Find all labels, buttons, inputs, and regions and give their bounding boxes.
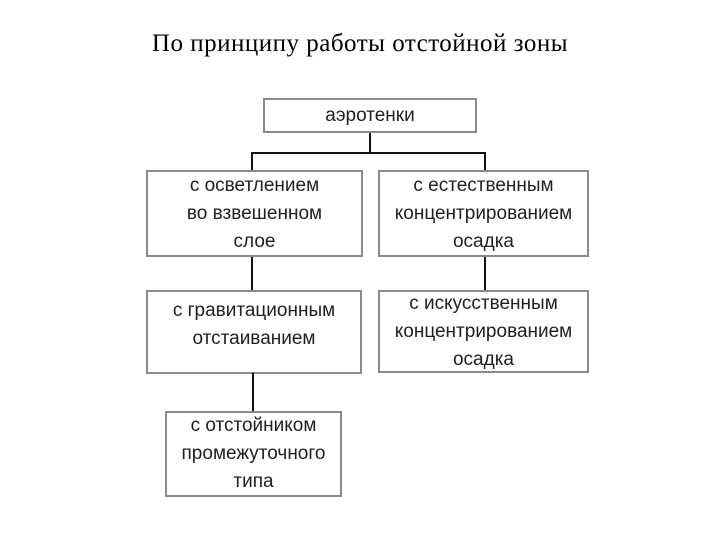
connector-left-level1-level2 bbox=[251, 257, 253, 290]
slide-title: По принципу работы отстойной зоны bbox=[151, 30, 569, 57]
connector-right-branch-stub bbox=[484, 152, 486, 170]
connector-level2-level3 bbox=[252, 373, 254, 411]
connector-left-branch-stub bbox=[251, 152, 253, 170]
node-aerotanks: аэротенки bbox=[263, 98, 477, 133]
connector-root-stem bbox=[369, 133, 371, 153]
connector-right-level1-level2 bbox=[484, 257, 486, 290]
connector-branch-bar bbox=[251, 152, 486, 154]
